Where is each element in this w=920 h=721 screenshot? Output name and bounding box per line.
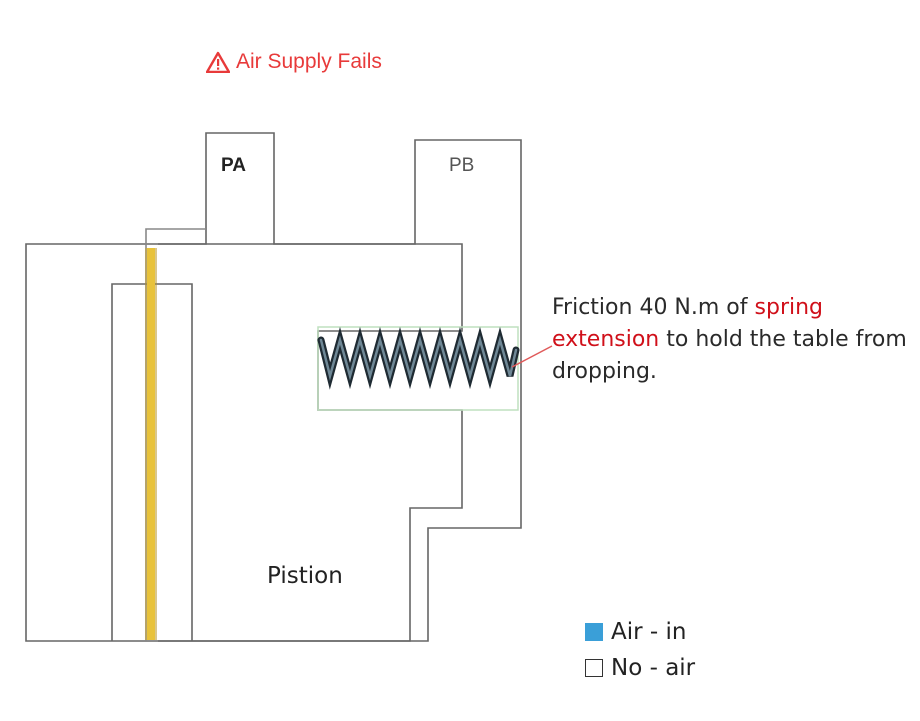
legend-label-air-in: Air - in	[611, 619, 687, 645]
piston-label: Pistion	[267, 563, 343, 589]
legend-item-air-in: Air - in	[585, 614, 695, 650]
legend-item-no-air: No - air	[585, 650, 695, 686]
legend-swatch-no-air	[585, 659, 603, 677]
title-text: Air Supply Fails	[236, 50, 382, 73]
housing-outline	[25, 132, 522, 642]
port-b-label: PB	[449, 155, 475, 176]
spring-box	[317, 326, 519, 411]
legend: Air - in No - air	[585, 614, 695, 686]
warning-icon	[206, 51, 230, 73]
spring	[317, 326, 520, 390]
note-highlight: spring extension	[552, 295, 824, 352]
legend-swatch-air-in	[585, 623, 603, 641]
title: Air Supply Fails	[206, 50, 382, 74]
note-text-1: Friction 40 N.m of	[552, 295, 755, 320]
note-leader	[511, 345, 553, 368]
legend-label-no-air: No - air	[611, 655, 696, 681]
rod	[147, 248, 155, 640]
spring-note: Friction 40 N.m of spring extension to h…	[552, 292, 912, 388]
port-a-label: PA	[221, 155, 246, 176]
note-text-2: to hold the table from dropping.	[552, 327, 907, 384]
